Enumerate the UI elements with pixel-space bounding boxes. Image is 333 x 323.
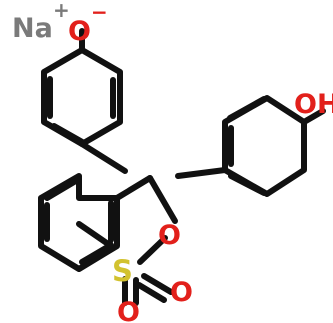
- top-phenolate-ring: [41, 28, 128, 174]
- oxide-label: O: [68, 16, 91, 47]
- benzene-double-bond-bottom: [79, 242, 114, 265]
- sodium-charge-label: +: [53, 0, 70, 22]
- right-ring-to-hydroxyl-bond: [301, 108, 326, 125]
- sodium-label: Na: [12, 13, 53, 44]
- oxide-charge-label: −: [91, 0, 108, 24]
- right-ring-double-bond-top: [227, 96, 267, 121]
- sulfur-to-right-oxygen-bond-b: [136, 282, 167, 303]
- sulfur-label: S: [112, 254, 133, 288]
- top-ring-double-bond-bottom: [51, 123, 87, 146]
- right-phenol-ring: [175, 95, 326, 197]
- right-ring-to-core-bond: [175, 167, 228, 179]
- hydroxyl-label: OH: [294, 89, 333, 120]
- central-core: [76, 175, 178, 306]
- sulfur-to-benzene-bond: [76, 221, 114, 249]
- ring-oxygen-label: O: [158, 220, 181, 251]
- core-to-ring-oxygen-bond: [147, 175, 178, 224]
- benzene-double-bond-top: [44, 176, 82, 201]
- right-ring-double-bond-bottom: [228, 173, 267, 196]
- sulfur-to-right-oxygen-bond-a: [141, 273, 174, 295]
- top-ring-to-core-bond: [79, 141, 128, 174]
- sulfonyl-oxygen-right-label: O: [170, 277, 193, 308]
- core-to-benzene-bond: [114, 175, 153, 201]
- fused-benzene-ring: [38, 173, 120, 272]
- ring-oxygen-to-sulfur-bond: [137, 235, 168, 265]
- sulfonyl-oxygen-bottom-label: O: [117, 297, 140, 323]
